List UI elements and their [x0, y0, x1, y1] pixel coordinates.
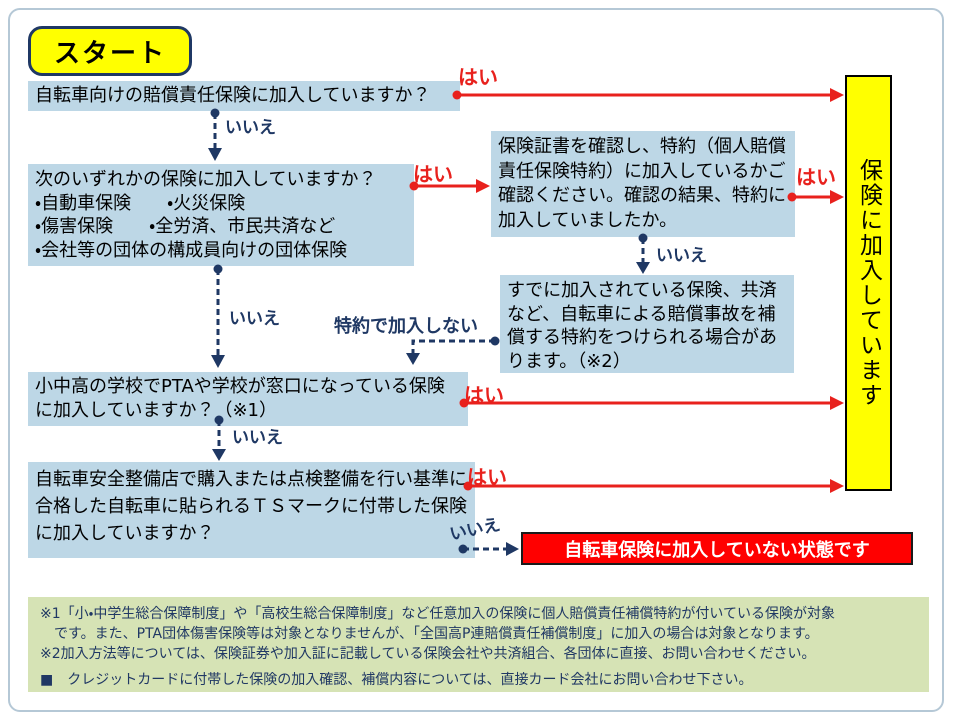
start-label: スタート — [53, 38, 166, 69]
start-node: スタート — [28, 26, 192, 76]
node-check-policy-rider: 保険証書を確認し、特約（個人賠償責任保険特約）に加入しているかご確認ください。確… — [491, 131, 795, 237]
label-no-1: いいえ — [225, 118, 276, 138]
yes-arrow-2-head — [476, 179, 490, 193]
question-other-insurance-list: 次のいずれかの保険に加入していますか？ ・自動車保険 ・火災保険 ・傷害保険 ・… — [28, 164, 414, 266]
question-bicycle-liability-insurance: 自転車向けの賠償責任保険に加入していますか？ — [28, 81, 460, 111]
label-no-3: いいえ — [229, 309, 280, 329]
label-no-2: いいえ — [656, 246, 707, 266]
footnotes-text: ※1「小・中学生総合保障制度」や「高校生総合保障制度」など任意加入の保険に個人賠… — [40, 606, 835, 662]
label-yes-2: はい — [413, 162, 453, 186]
no-rider-arrow-head — [406, 353, 420, 365]
label-no-4: いいえ — [232, 428, 283, 448]
label-yes-5: はい — [467, 465, 507, 489]
label-no-rider-join: 特約で加入しない — [334, 316, 478, 337]
no-arrow-2-head — [636, 262, 650, 274]
node-rider-available-info: すでに加入されている保険、共済など、自転車による賠償事故を補償する特約をつけられ… — [500, 275, 794, 373]
label-yes-4: はい — [464, 383, 504, 407]
yes-arrow-5-head — [830, 479, 844, 493]
question-pta-school-insurance: 小中高の学校でPTAや学校が窓口になっている保険に加入していますか？（※1） — [28, 372, 468, 426]
footnotes-box: ※1「小・中学生総合保障制度」や「高校生総合保障制度」など任意加入の保険に個人賠… — [28, 597, 929, 692]
result-insured-label: 保険に加入しています — [855, 158, 882, 408]
no-rider-arrow-origin-dot — [490, 336, 500, 346]
no-arrow-5-head — [506, 542, 519, 556]
label-yes-1: はい — [458, 65, 498, 89]
no-rider-arrow — [411, 339, 495, 353]
no-arrow-3-head — [211, 355, 225, 368]
yes-arrow-1-head — [830, 88, 844, 102]
yes-arrow-3-head — [830, 190, 844, 204]
result-insured-box: 保険に加入しています — [845, 75, 892, 491]
label-yes-3: はい — [796, 165, 836, 189]
no-arrow-1-head — [208, 148, 222, 161]
credit-card-note: ■ クレジットカードに付帯した保険の加入確認、補償内容については、直接カード会社… — [40, 671, 753, 688]
yes-arrow-4-head — [830, 396, 844, 410]
result-not-insured-label: 自転車保険に加入していない状態です — [564, 539, 870, 561]
result-not-insured-box: 自転車保険に加入していない状態です — [521, 532, 913, 565]
no-arrow-4-head — [212, 449, 226, 461]
question-ts-mark-insurance: 自転車安全整備店で購入または点検整備を行い基準に合格した自転車に貼られるＴＳマー… — [28, 462, 475, 558]
